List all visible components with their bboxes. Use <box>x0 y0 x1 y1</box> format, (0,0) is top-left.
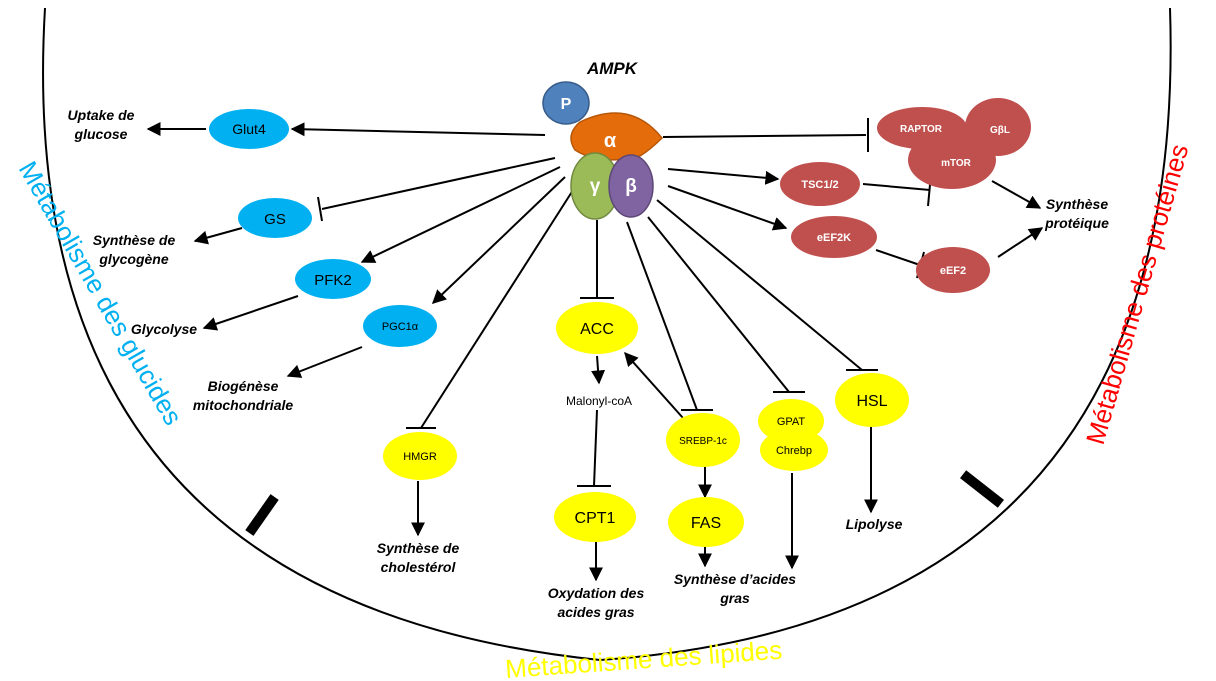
outcome-synthag-line1: Synthèse d’acides <box>674 571 796 587</box>
outcome-uptake-line2: glucose <box>74 126 128 142</box>
node-acc[interactable] <box>556 302 638 354</box>
edge-mtor-proteique <box>991 180 1042 209</box>
outcome-proteique-line2: protéique <box>1044 215 1109 231</box>
edge-eef2k-eef2 <box>875 249 921 266</box>
outcome-glycogene-line1: Synthèse de <box>93 232 176 248</box>
node-eef2k-label: eEF2K <box>817 232 851 244</box>
edge-pgc1a-biogenese <box>286 346 363 378</box>
node-glut4[interactable] <box>209 109 289 149</box>
node-raptor-label: RAPTOR <box>900 124 943 135</box>
outcome-glycogene-line2: glycogène <box>98 251 168 267</box>
outcome-biogenese-line1: Biogénèse <box>208 378 279 394</box>
edge-ampk-gpat <box>647 216 790 393</box>
ampk-gamma-label: γ <box>590 176 601 197</box>
outcome-glycolyse: Glycolyse <box>131 321 197 337</box>
node-chrebp-label: Chrebp <box>776 445 812 457</box>
outcome-proteique-line1: Synthèse <box>1046 196 1108 212</box>
outcome-cholesterol-line1: Synthèse de <box>377 540 460 556</box>
node-gs[interactable] <box>238 198 312 238</box>
node-pfk2-label: PFK2 <box>314 272 352 289</box>
ampk-phospho[interactable] <box>542 81 590 125</box>
edge-gs-glycogene <box>193 227 243 245</box>
node-fas[interactable] <box>668 497 744 547</box>
outcome-synthag-line2: gras <box>719 590 750 606</box>
edge-srebp-acc <box>624 351 684 419</box>
node-hsl-label: HSL <box>856 393 887 410</box>
edge-ampk-gs <box>321 157 556 210</box>
node-gs-label: GS <box>264 211 286 228</box>
node-malonyl: Malonyl-coA <box>566 394 632 408</box>
node-glut4-label: Glut4 <box>232 121 266 137</box>
ampk-alpha[interactable] <box>570 112 664 161</box>
edge-acc-malonyl <box>591 355 606 385</box>
edge-tsc-mtor <box>862 183 931 191</box>
node-hmgr[interactable] <box>383 432 457 480</box>
section-proteines: Métabolisme des protéines <box>1080 141 1194 448</box>
node-fas-label: FAS <box>691 515 721 532</box>
cell-membrane-arc <box>42 7 1172 662</box>
section-lipides: Métabolisme des lipides <box>504 635 783 681</box>
node-gbl-label: GβL <box>990 125 1010 136</box>
section-glucides: Métabolisme des glucides <box>13 156 189 430</box>
edge-ampk-hmgr <box>420 186 576 429</box>
outcome-cholesterol-line2: cholestérol <box>381 559 457 575</box>
edge-malonyl-cpt1 <box>593 409 598 487</box>
edge-ampk-srebp <box>626 221 698 411</box>
edge-ampk-pgc1a <box>431 176 566 304</box>
edge-ampk-tsc <box>667 168 780 185</box>
edge-pfk2-glycolyse <box>202 295 299 331</box>
node-hsl[interactable] <box>835 373 909 427</box>
ampk-alpha-label: α <box>604 130 617 152</box>
edge-ampk-pfk2 <box>360 166 561 263</box>
edge-ampk-mtor <box>662 134 867 138</box>
node-mtor-label: mTOR <box>941 158 972 169</box>
edge-ampk-glut4 <box>290 122 546 137</box>
ampk-beta[interactable] <box>608 154 654 218</box>
ampk-title: AMPK <box>586 59 639 78</box>
node-hmgr-label: HMGR <box>403 451 437 463</box>
node-eef2k[interactable] <box>791 216 877 258</box>
outcome-uptake-line1: Uptake de <box>68 107 135 123</box>
node-srebp-label: SREBP-1c <box>679 436 727 447</box>
node-pfk2[interactable] <box>295 259 371 299</box>
node-gpat-label: GPAT <box>777 416 806 428</box>
node-cpt1-label: CPT1 <box>575 510 616 527</box>
edge-ampk-hsl <box>656 199 863 371</box>
node-srebp[interactable] <box>666 413 740 467</box>
node-tsc-label: TSC1/2 <box>801 179 838 191</box>
membrane-divider-left <box>245 494 279 536</box>
outcome-biogenese-line2: mitochondriale <box>193 397 294 413</box>
node-cpt1[interactable] <box>554 492 636 542</box>
node-pgc1a-label: PGC1α <box>382 321 419 333</box>
node-tsc[interactable] <box>780 162 860 206</box>
node-eef2[interactable] <box>916 247 990 293</box>
node-pgc1a[interactable] <box>363 305 437 347</box>
outcome-lipolyse: Lipolyse <box>846 516 903 532</box>
edge-eef2-proteique <box>997 227 1044 258</box>
node-mtor[interactable] <box>908 131 996 189</box>
node-chrebp[interactable] <box>760 429 828 471</box>
node-eef2-label: eEF2 <box>940 265 966 277</box>
membrane-divider-right <box>960 470 1004 508</box>
outcome-oxydation-line1: Oxydation des <box>548 585 645 601</box>
edge-ampk-gs-bar <box>317 196 323 222</box>
edge-ampk-eef2k <box>667 185 788 231</box>
node-acc-label: ACC <box>580 321 614 338</box>
outcome-oxydation-line2: acides gras <box>557 604 634 620</box>
ampk-phospho-label: P <box>561 96 572 113</box>
ampk-beta-label: β <box>625 176 637 197</box>
